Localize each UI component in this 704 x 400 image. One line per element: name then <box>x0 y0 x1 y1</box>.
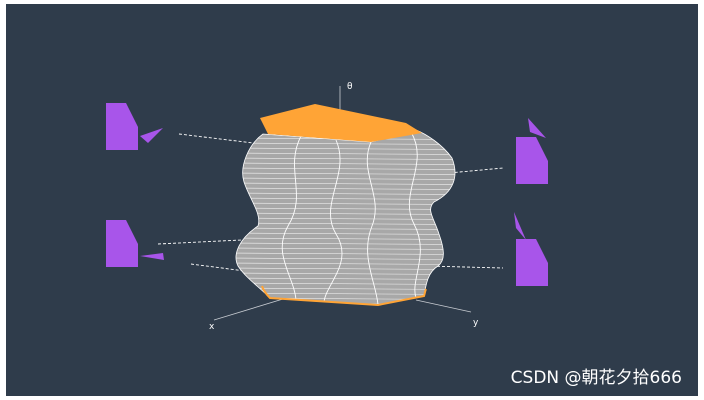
profile-shape-top-left <box>106 103 163 150</box>
hatch-line <box>236 162 455 165</box>
hatch-line <box>236 272 455 275</box>
hatch-line <box>236 177 455 180</box>
hatch-line <box>236 187 455 190</box>
hatch-line <box>236 182 455 185</box>
profile-wedge <box>528 118 546 138</box>
hatch-line <box>236 222 455 225</box>
leader-line-top-right <box>394 167 504 179</box>
profile-shape-mid-left <box>106 220 164 267</box>
hatch-line <box>236 152 455 155</box>
profile-body <box>106 220 138 267</box>
figure-canvas: θ x y <box>6 4 698 396</box>
profile-body <box>516 137 548 184</box>
hatch-line <box>236 282 455 285</box>
hatch-line <box>236 197 455 200</box>
y-axis-label: y <box>473 318 479 328</box>
hatch-line <box>236 207 455 210</box>
top-face <box>260 104 422 142</box>
hatch-line <box>236 202 455 205</box>
hatch-line <box>236 237 455 240</box>
watermark: CSDN @朝花夕拾666 <box>510 368 682 388</box>
profile-shape-bottom-right <box>514 212 548 286</box>
hatch-line <box>236 232 455 235</box>
bottom-face-edge <box>261 285 427 307</box>
twist-curve <box>408 131 421 299</box>
twist-curve <box>281 135 302 301</box>
profile-shape-top-right <box>516 118 548 184</box>
profile-body <box>106 103 138 150</box>
profile-body <box>516 239 548 286</box>
hatch-line <box>236 267 455 270</box>
hatch-line <box>236 227 455 230</box>
hatch-line <box>236 262 455 265</box>
leader-line-bottom-left <box>190 263 269 275</box>
hatch-line <box>236 212 455 215</box>
hatch-line <box>236 157 455 160</box>
profile-wedge <box>140 128 163 143</box>
hatch-line <box>236 242 455 245</box>
leader-line-top-left <box>178 133 279 147</box>
solid-body <box>235 129 456 306</box>
y-axis-line <box>415 299 472 313</box>
twist-curve <box>366 141 379 305</box>
twisted-solid <box>235 104 456 307</box>
twist-curves <box>281 131 421 305</box>
hatch-line <box>236 277 455 280</box>
hatch-line <box>236 252 455 255</box>
hatch-line <box>236 147 455 150</box>
profile-wedge <box>514 212 526 240</box>
twisted-extrusion-diagram: θ x y <box>6 4 698 396</box>
hatch-line <box>236 142 455 145</box>
hatch-line <box>236 247 455 250</box>
leader-line-bottom-right <box>426 265 504 269</box>
theta-axis-label: θ <box>347 82 353 92</box>
hatch-line <box>236 217 455 220</box>
x-axis-label: x <box>209 322 215 332</box>
hatch-line <box>236 192 455 195</box>
hatch-line <box>236 257 455 260</box>
profile-shapes <box>106 103 548 286</box>
profile-wedge <box>140 253 164 260</box>
twist-curve <box>323 139 343 303</box>
hatch-line <box>236 167 455 170</box>
hatch-line <box>236 172 455 175</box>
